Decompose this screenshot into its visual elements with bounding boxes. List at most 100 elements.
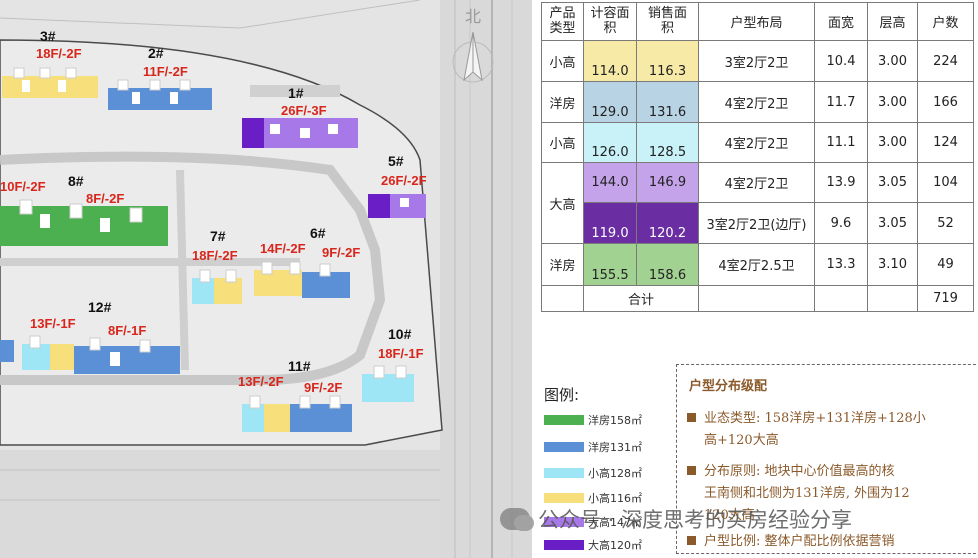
cell-type: 洋房 bbox=[541, 81, 584, 123]
building-num-11: 11# bbox=[288, 358, 311, 374]
cell-type: 小高 bbox=[541, 122, 584, 163]
wechat-icon bbox=[500, 508, 534, 531]
cell-type: 大高 bbox=[541, 162, 584, 244]
cell-width: 10.4 bbox=[814, 40, 868, 82]
building-floors-11-east: 9F/-2F bbox=[304, 380, 343, 395]
legend-label: 大高120㎡ bbox=[588, 539, 642, 552]
building-5 bbox=[368, 194, 426, 218]
legend-swatch bbox=[544, 493, 584, 503]
legend-item: 大高147㎡ bbox=[544, 515, 642, 529]
legend-item: 小高128㎡ bbox=[544, 466, 642, 480]
table-row: 小高 126.0 128.5 4室2厅2卫 11.1 3.00 124 bbox=[541, 122, 974, 163]
cell-type: 小高 bbox=[541, 40, 584, 82]
table-row: 大高 144.0 146.9 4室2厅2卫 13.9 3.05 104 bbox=[541, 162, 974, 244]
cell-layout: 4室2厅2卫 bbox=[698, 81, 815, 123]
header-product-type: 产品 类型 bbox=[541, 2, 584, 41]
cell-units: 224 bbox=[917, 40, 974, 82]
legend-swatch bbox=[544, 442, 584, 452]
distribution-line: 分布原则: 地块中心价值最高的核 bbox=[687, 460, 895, 479]
building-floors-12-west: 13F/-1F bbox=[30, 316, 76, 331]
cell-width: 13.3 bbox=[814, 243, 868, 286]
header-width: 面宽 bbox=[814, 2, 868, 41]
cell-units: 124 bbox=[917, 122, 974, 163]
cell-sales-area: 120.2 bbox=[636, 202, 699, 244]
table-row: 小高 114.0 116.3 3室2厅2卫 10.4 3.00 224 bbox=[541, 40, 974, 82]
cell-width: 11.1 bbox=[814, 122, 868, 163]
cell-gfa: 126.0 bbox=[583, 122, 637, 163]
building-num-6: 6# bbox=[310, 225, 326, 241]
cell-gfa: 119.0 bbox=[583, 202, 637, 244]
table-total-row: 合计 719 bbox=[541, 285, 974, 312]
cell-width: 11.7 bbox=[814, 81, 868, 123]
header-units: 户数 bbox=[917, 2, 974, 41]
distribution-title: 户型分布级配 bbox=[689, 379, 768, 394]
legend-label: 大高147㎡ bbox=[588, 516, 642, 529]
building-1 bbox=[242, 118, 358, 148]
legend-swatch bbox=[544, 415, 584, 425]
building-3 bbox=[2, 67, 98, 98]
bullet-square-icon bbox=[687, 536, 696, 545]
cell-gfa: 129.0 bbox=[583, 81, 637, 123]
building-floors-6-east: 9F/-2F bbox=[322, 245, 361, 260]
unit-type-table: 产品 类型 计容面 积 销售面 积 户型布局 面宽 层高 户数 小高 114.0… bbox=[541, 2, 974, 312]
cell-layout: 4室2厅2卫 bbox=[698, 162, 815, 203]
cell-sales-area: 158.6 bbox=[636, 243, 699, 286]
cell-layout: 4室2厅2卫 bbox=[698, 122, 815, 163]
cell-layout: 3室2厅2卫(边厅) bbox=[698, 202, 815, 244]
table-row: 洋房 155.5 158.6 4室2厅2.5卫 13.3 3.10 49 bbox=[541, 243, 974, 286]
legend-title: 图例: bbox=[544, 386, 580, 404]
cell-units: 49 bbox=[917, 243, 974, 286]
cell-layout: 4室2厅2.5卫 bbox=[698, 243, 815, 286]
building-num-3: 3# bbox=[40, 28, 56, 44]
building-floors-8-west: 10F/-2F bbox=[0, 179, 46, 194]
distribution-line: 户型比例: 整体户配比例依据营销 bbox=[687, 530, 895, 549]
cell-sales-area: 131.6 bbox=[636, 81, 699, 123]
distribution-line: 王南侧和北侧为131洋房, 外围为12 bbox=[704, 486, 910, 501]
cell-units: 52 bbox=[917, 202, 974, 244]
legend-label: 洋房158㎡ bbox=[588, 414, 642, 427]
building-floors-12-east: 8F/-1F bbox=[108, 323, 147, 338]
cell-units: 104 bbox=[917, 162, 974, 203]
legend-item: 大高120㎡ bbox=[544, 538, 642, 552]
north-arrow-icon bbox=[452, 31, 494, 83]
cell-sales-area: 128.5 bbox=[636, 122, 699, 163]
cell-floor-height: 3.00 bbox=[867, 40, 918, 82]
legend-label: 小高116㎡ bbox=[588, 492, 642, 505]
building-num-8: 8# bbox=[68, 173, 84, 189]
building-num-12: 12# bbox=[88, 299, 112, 315]
table-header-row: 产品 类型 计容面 积 销售面 积 户型布局 面宽 层高 户数 bbox=[541, 2, 974, 41]
building-num-1: 1# bbox=[288, 85, 304, 101]
legend-item: 洋房158㎡ bbox=[544, 413, 642, 427]
legend-swatch bbox=[544, 517, 584, 527]
cell-width: 13.9 bbox=[814, 162, 868, 203]
header-floor-height: 层高 bbox=[867, 2, 918, 41]
legend-item: 小高116㎡ bbox=[544, 491, 642, 505]
cell-total-spacer bbox=[814, 285, 868, 312]
building-2 bbox=[108, 79, 212, 110]
table-row: 洋房 129.0 131.6 4室2厅2卫 11.7 3.00 166 bbox=[541, 81, 974, 123]
legend-label: 小高128㎡ bbox=[588, 467, 642, 480]
building-num-7: 7# bbox=[210, 228, 226, 244]
cell-floor-height: 3.05 bbox=[867, 202, 918, 244]
legend-item: 洋房131㎡ bbox=[544, 440, 642, 454]
cell-units: 166 bbox=[917, 81, 974, 123]
cell-total-spacer bbox=[698, 285, 815, 312]
legend-swatch bbox=[544, 468, 584, 478]
cell-layout: 3室2厅2卫 bbox=[698, 40, 815, 82]
header-sales-area: 销售面 积 bbox=[636, 2, 699, 41]
cell-total-spacer bbox=[541, 285, 584, 312]
building-floors-11-west: 13F/-2F bbox=[238, 374, 284, 389]
site-plan-drawing: 北 bbox=[0, 0, 532, 558]
site-plan-map: 北 bbox=[0, 0, 532, 558]
bullet-square-icon bbox=[687, 466, 696, 475]
building-8 bbox=[0, 199, 168, 246]
cell-gfa: 155.5 bbox=[583, 243, 637, 286]
building-floors-7: 18F/-2F bbox=[192, 248, 238, 263]
watermark: 公众号 · 深度思考的买房经验分享 bbox=[500, 504, 852, 534]
building-floors-5: 26F/-2F bbox=[381, 173, 427, 188]
distribution-line: 高+120大高 bbox=[704, 433, 779, 448]
header-gfa: 计容面 积 bbox=[583, 2, 637, 41]
cell-sales-area: 116.3 bbox=[636, 40, 699, 82]
cell-total-label: 合计 bbox=[583, 285, 699, 312]
header-layout: 户型布局 bbox=[698, 2, 815, 41]
